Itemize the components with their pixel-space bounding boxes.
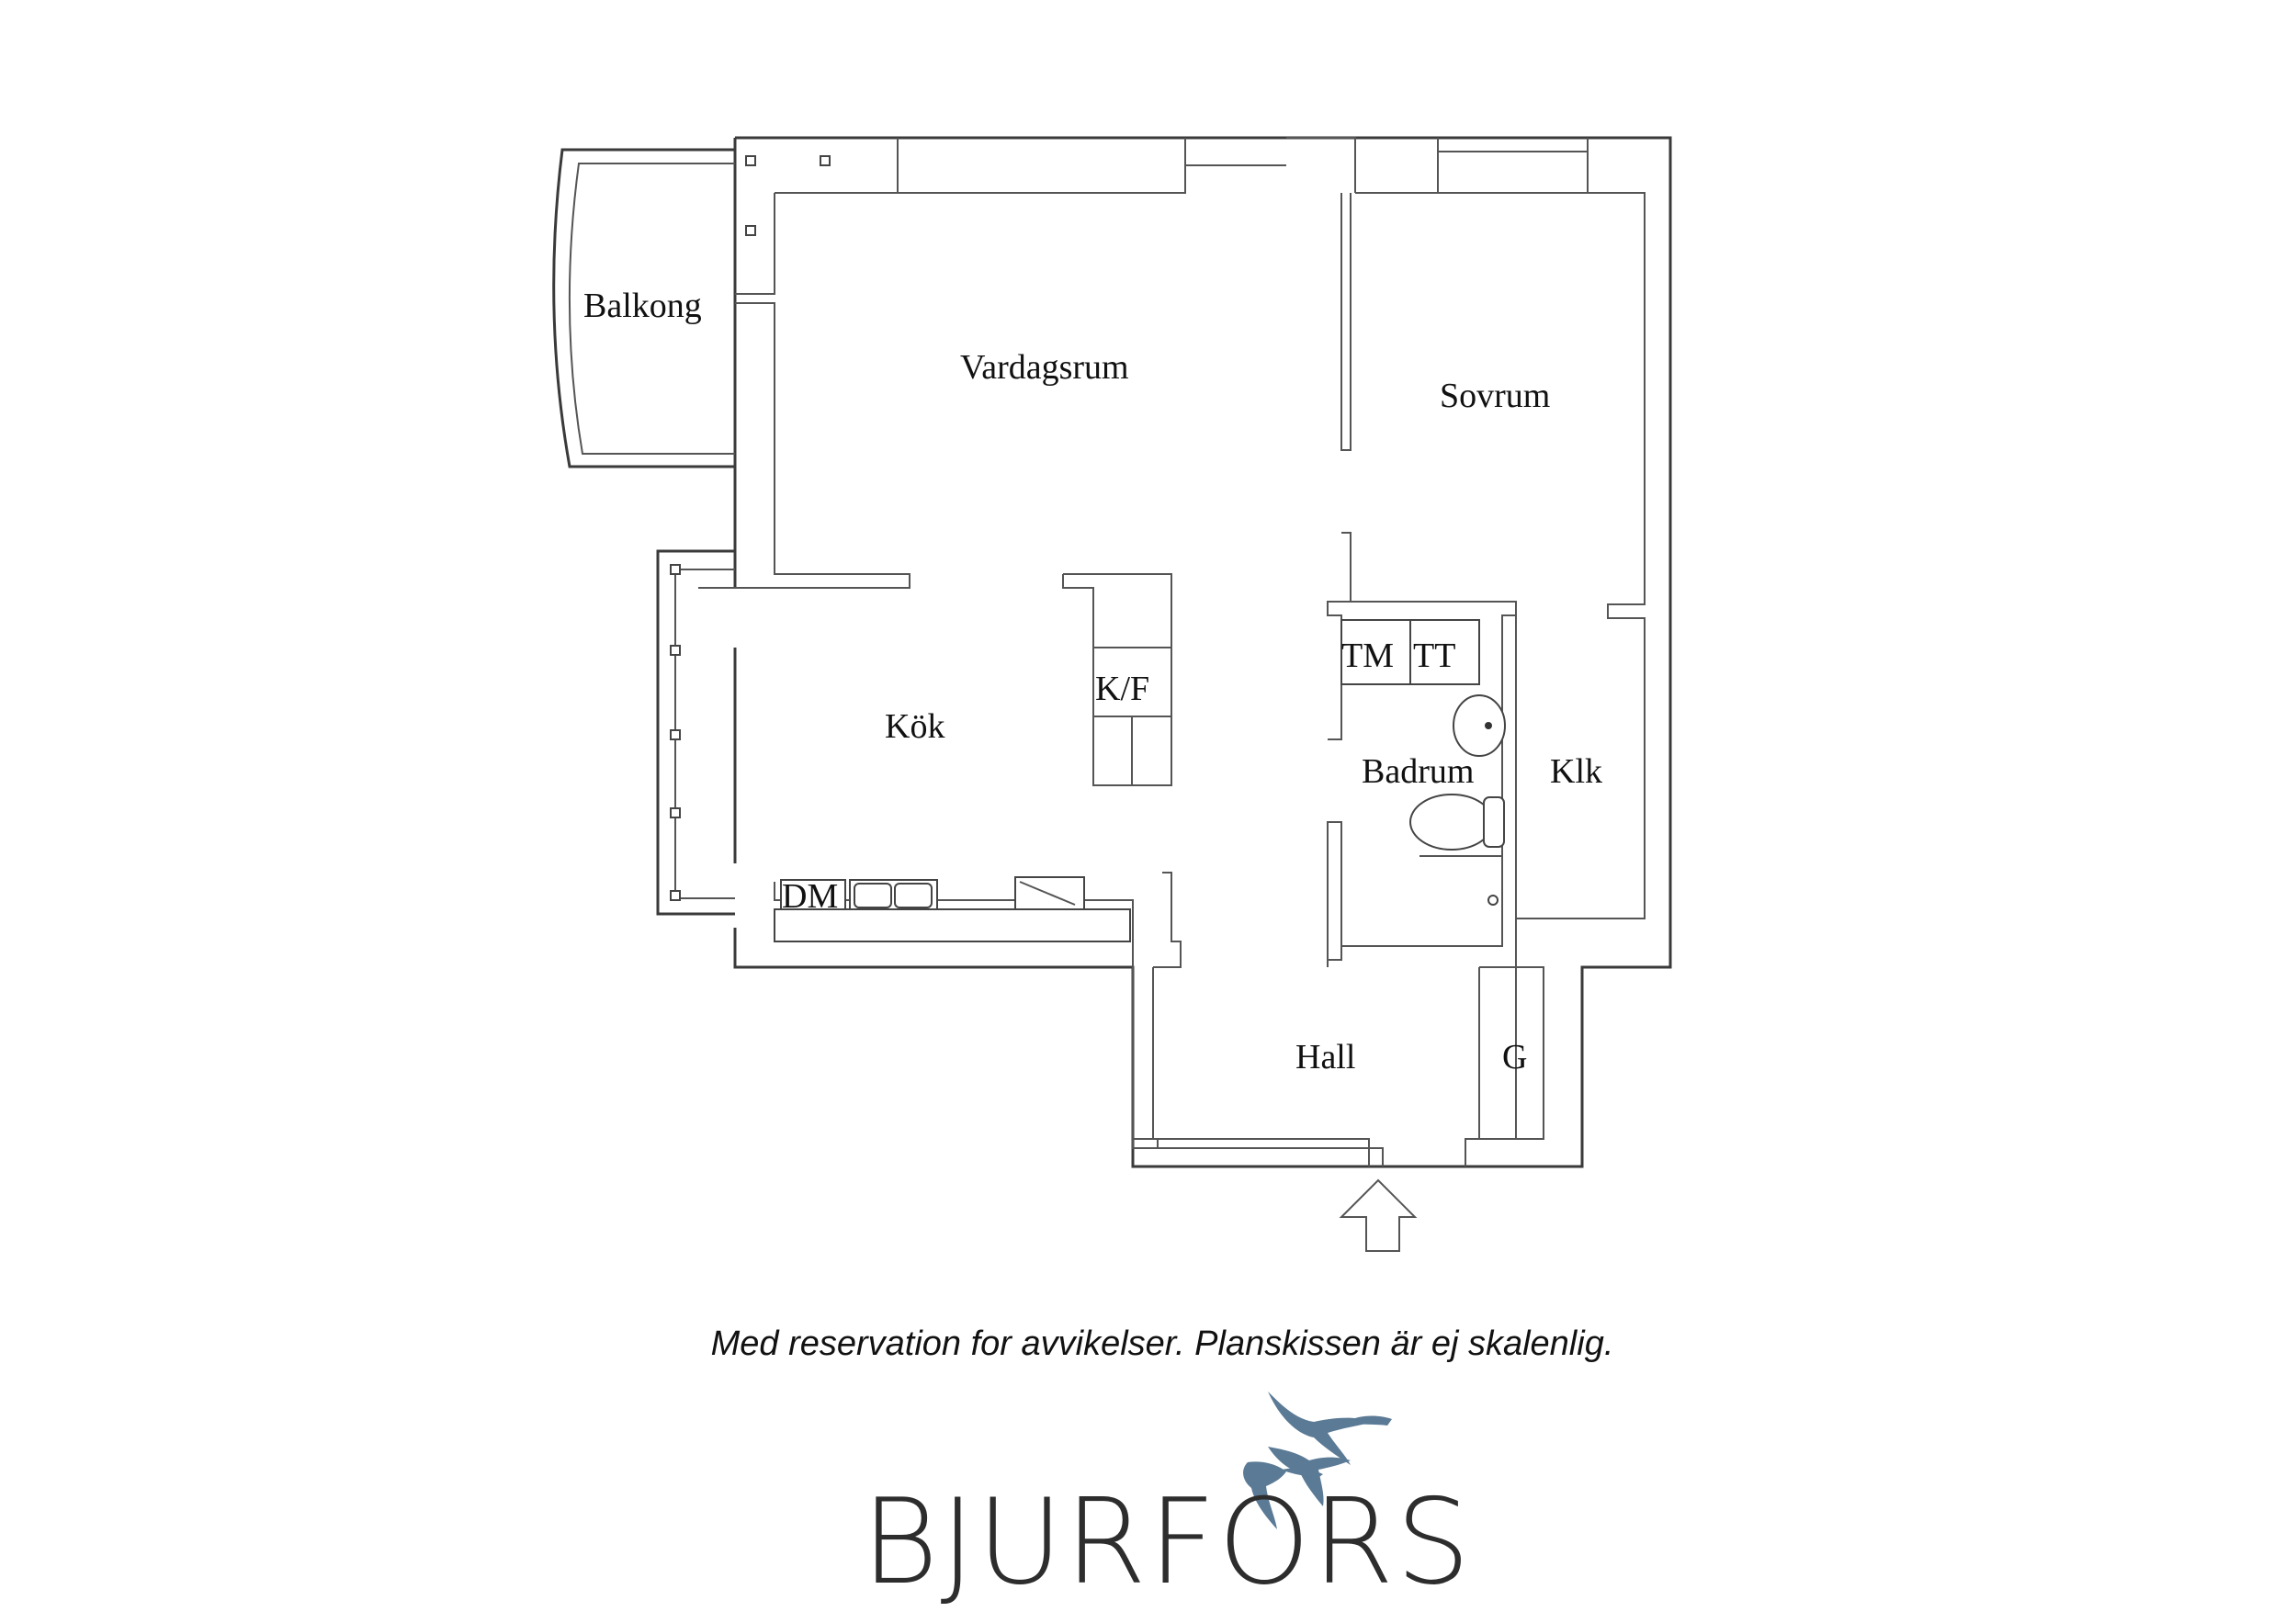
room-label-badrum: Badrum <box>1362 752 1474 791</box>
brand-wordmark: BJURFORS <box>862 1474 1473 1611</box>
room-label-kok: Kök <box>885 707 944 746</box>
room-label-balkong: Balkong <box>583 287 702 325</box>
room-label-tm: TM <box>1341 637 1394 675</box>
room-label-sovrum: Sovrum <box>1440 377 1550 415</box>
room-label-klk: Klk <box>1550 752 1602 791</box>
disclaimer-text: Med reservation for avvikelser. Planskis… <box>711 1324 1614 1363</box>
floor-drain-icon <box>1487 895 1499 906</box>
room-label-tt: TT <box>1413 637 1455 675</box>
sink-icon <box>1453 694 1506 757</box>
bathroom-fixtures <box>1340 619 1506 906</box>
room-label-hall: Hall <box>1295 1038 1355 1076</box>
geese-flying-icon <box>1243 1392 1392 1529</box>
room-label-dm: DM <box>782 877 838 916</box>
interior-walls <box>775 193 1645 1167</box>
room-labels: Balkong Vardagsrum Sovrum Kök K/F TM TT … <box>583 287 1602 1076</box>
entrance-arrow-icon <box>1339 1178 1418 1252</box>
room-label-g: G <box>1502 1038 1527 1076</box>
room-label-vardagsrum: Vardagsrum <box>960 348 1129 387</box>
balcony <box>552 148 831 468</box>
room-label-kf: K/F <box>1095 670 1149 708</box>
kitchen-window-bay <box>656 549 735 916</box>
toilet-icon <box>1409 794 1494 851</box>
outer-walls <box>698 136 1672 1168</box>
kitchen-counter <box>774 876 1131 942</box>
